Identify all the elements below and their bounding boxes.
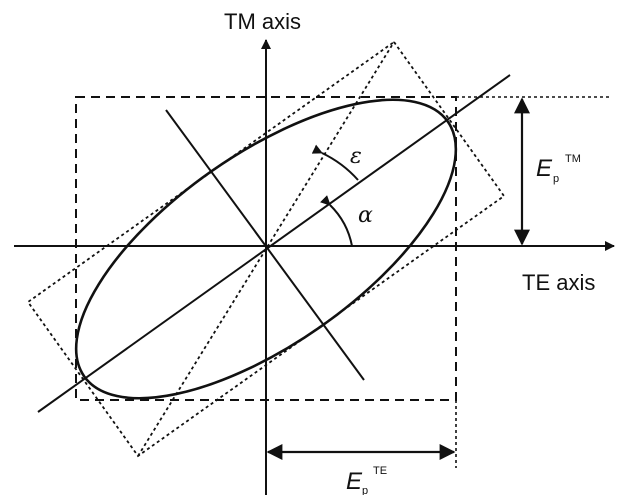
ep-tm-subscript: p (553, 173, 559, 185)
ep-tm-base: E (536, 155, 553, 182)
alpha-angle-arc (320, 195, 353, 247)
te-axis-label: TE axis (522, 270, 595, 295)
tm-axis-label: TM axis (224, 9, 301, 34)
ep-te-superscript: TE (373, 465, 387, 477)
epsilon-angle-arc (311, 144, 359, 181)
ep-te-base: E (346, 468, 363, 495)
epsilon-label: ε (350, 144, 362, 169)
ep-tm-superscript: TM (565, 153, 581, 165)
ep-tm-label: E p TM (536, 153, 581, 185)
major-axis-line (37, 74, 511, 413)
ep-te-subscript: p (362, 485, 368, 495)
ep-te-label: E p TE (346, 465, 387, 495)
alpha-label: α (358, 203, 373, 228)
